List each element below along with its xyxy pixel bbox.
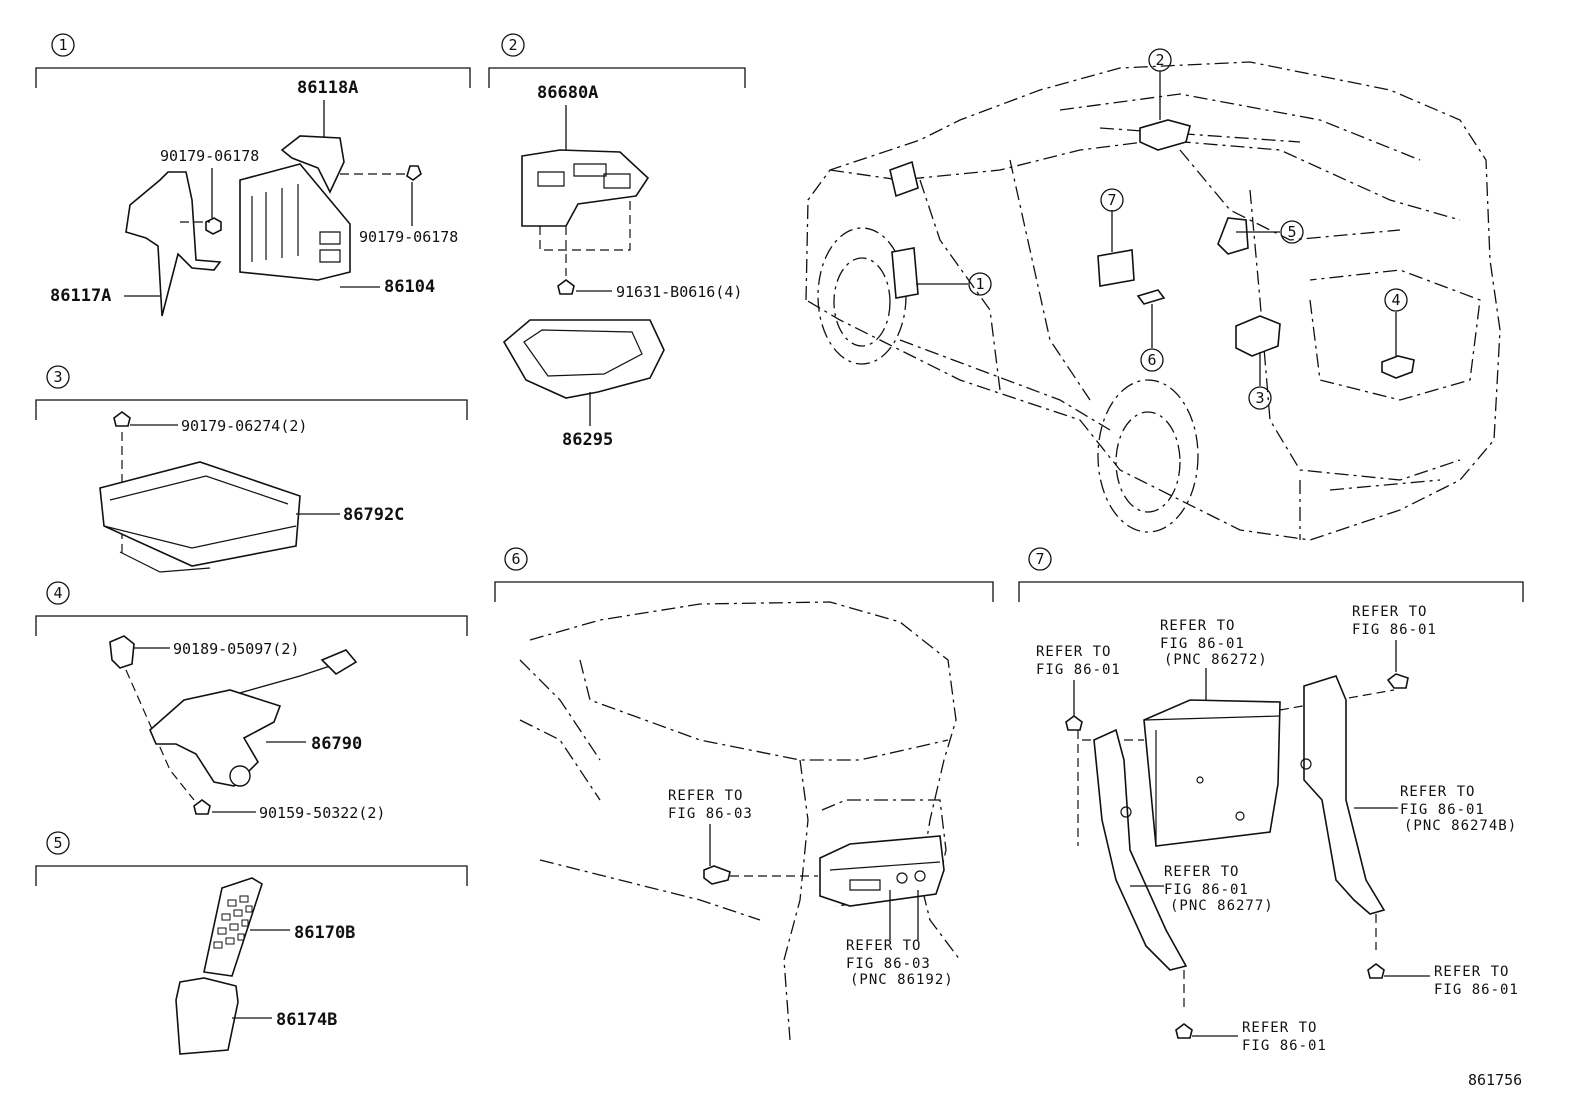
screw-90159-50322[interactable] — [193, 799, 211, 815]
nut-90179-06178-b[interactable] — [406, 165, 422, 181]
section-6: 6 REFER TO FIG 86-03 REFER TO FIG 86-03 … — [494, 547, 994, 1041]
sec7-ref-right-line2: FIG 86-01 — [1352, 622, 1437, 638]
sec7-ref-bot-r-line2: FIG 86-01 — [1434, 982, 1519, 998]
part-86680A-label: 86680A — [537, 83, 598, 103]
bracket-86274B[interactable] — [1303, 675, 1386, 915]
vehicle-callout-5: 5 — [1287, 223, 1296, 241]
section-6-number: 6 — [511, 550, 520, 568]
holder-86174B[interactable] — [175, 977, 239, 1055]
sec7-ref-top-line2: FIG 86-01 — [1160, 636, 1245, 652]
screw-sec7-bottom[interactable] — [1175, 1023, 1193, 1039]
section-1-number: 1 — [58, 36, 67, 54]
part-86792C-label: 86792C — [343, 505, 404, 525]
nut-90179-06178-a[interactable] — [205, 217, 222, 235]
section-4: 4 90189-05097(2) 86790 90159-50322(2) — [35, 581, 468, 822]
vehicle-overview: 2 1 7 6 5 3 4 — [805, 48, 1501, 541]
part-90179-06274-label: 90179-06274(2) — [181, 417, 307, 435]
vehicle-callout-4: 4 — [1391, 291, 1400, 309]
remote-86170B[interactable] — [203, 877, 263, 977]
sec7-ref-bot-line2: FIG 86-01 — [1242, 1038, 1327, 1054]
sec7-ref-left-line2: FIG 86-01 — [1036, 662, 1121, 678]
navigation-unit[interactable] — [1143, 699, 1281, 847]
section-1: 1 86118A 90179-06178 90179-06178 86117A … — [35, 33, 471, 317]
sec7-ref-top-line3: (PNC 86272) — [1164, 652, 1268, 668]
section-4-number: 4 — [53, 584, 62, 602]
bracket-86277[interactable] — [1093, 728, 1188, 971]
part-90179-06178-a-label: 90179-06178 — [160, 147, 259, 165]
sec6-ref-a-line1: REFER TO — [668, 788, 743, 804]
vehicle-callout-3: 3 — [1255, 389, 1264, 407]
sec7-ref-br-line3: (PNC 86274B) — [1404, 818, 1517, 834]
nut-90179-06274[interactable] — [113, 411, 131, 427]
screw-sec7-bottom-right[interactable] — [1367, 963, 1385, 979]
part-91631-B0616-label: 91631-B0616(4) — [616, 283, 742, 301]
sec6-ref-b-line3: (PNC 86192) — [850, 972, 954, 988]
sec6-ref-b-line2: FIG 86-03 — [846, 956, 931, 972]
section-7: 7 REFER TO FIG 86-01 REFER TO FIG 86-01 … — [1018, 547, 1524, 1054]
section-3: 3 90179-06274(2) 86792C — [35, 365, 468, 573]
part-86118A-label: 86118A — [297, 78, 358, 98]
section-2: 2 86680A 91631-B0616(4) 86295 — [488, 33, 746, 450]
section-7-number: 7 — [1035, 550, 1044, 568]
part-86295-label: 86295 — [562, 430, 613, 450]
section-5-number: 5 — [53, 834, 62, 852]
sec7-ref-mid-line3: (PNC 86277) — [1170, 898, 1274, 914]
ecu-86104[interactable] — [239, 163, 351, 281]
screw-sec7-right[interactable] — [1386, 673, 1409, 689]
part-86170B-label: 86170B — [294, 923, 355, 943]
vehicle-callout-7: 7 — [1107, 191, 1116, 209]
sec7-ref-bot-line1: REFER TO — [1242, 1020, 1317, 1036]
screw-sec7-left[interactable] — [1065, 715, 1083, 731]
part-86790-label: 86790 — [311, 734, 362, 754]
sec6-ref-a-line2: FIG 86-03 — [668, 806, 753, 822]
rear-control-panel[interactable] — [819, 835, 945, 907]
part-90179-06178-b-label: 90179-06178 — [359, 228, 458, 246]
sec7-ref-br-line1: REFER TO — [1400, 784, 1475, 800]
section-5: 5 86170B 86174B — [35, 831, 468, 1055]
part-90189-05097-label: 90189-05097(2) — [173, 640, 299, 658]
part-86174B-label: 86174B — [276, 1010, 337, 1030]
frame-86295[interactable] — [502, 319, 665, 399]
vehicle-callout-6: 6 — [1147, 351, 1156, 369]
vehicle-callout-2: 2 — [1155, 51, 1164, 69]
sec7-ref-bot-r-line1: REFER TO — [1434, 964, 1509, 980]
screw-91631-B0616[interactable] — [557, 279, 575, 295]
camera-86790[interactable] — [149, 689, 282, 787]
bracket-86118A[interactable] — [280, 135, 345, 194]
sec7-ref-right-line1: REFER TO — [1352, 604, 1427, 620]
sec7-ref-br-line2: FIG 86-01 — [1400, 802, 1485, 818]
sec7-ref-mid-line1: REFER TO — [1164, 864, 1239, 880]
dome-light-86680A[interactable] — [521, 149, 650, 227]
section-3-number: 3 — [53, 368, 62, 386]
sec7-ref-mid-line2: FIG 86-01 — [1164, 882, 1249, 898]
sec7-ref-left-line1: REFER TO — [1036, 644, 1111, 660]
part-90159-50322-label: 90159-50322(2) — [259, 804, 385, 822]
part-86117A-label: 86117A — [50, 286, 111, 306]
clip-90189-05097[interactable] — [109, 635, 135, 669]
part-86104-label: 86104 — [384, 277, 435, 297]
screw-sec6[interactable] — [703, 865, 731, 885]
sec6-ref-b-line1: REFER TO — [846, 938, 921, 954]
vehicle-callout-1: 1 — [975, 275, 984, 293]
sec7-ref-top-line1: REFER TO — [1160, 618, 1235, 634]
diagram-id: 861756 — [1468, 1071, 1522, 1089]
section-2-number: 2 — [508, 36, 517, 54]
bracket-86117A[interactable] — [125, 171, 222, 317]
